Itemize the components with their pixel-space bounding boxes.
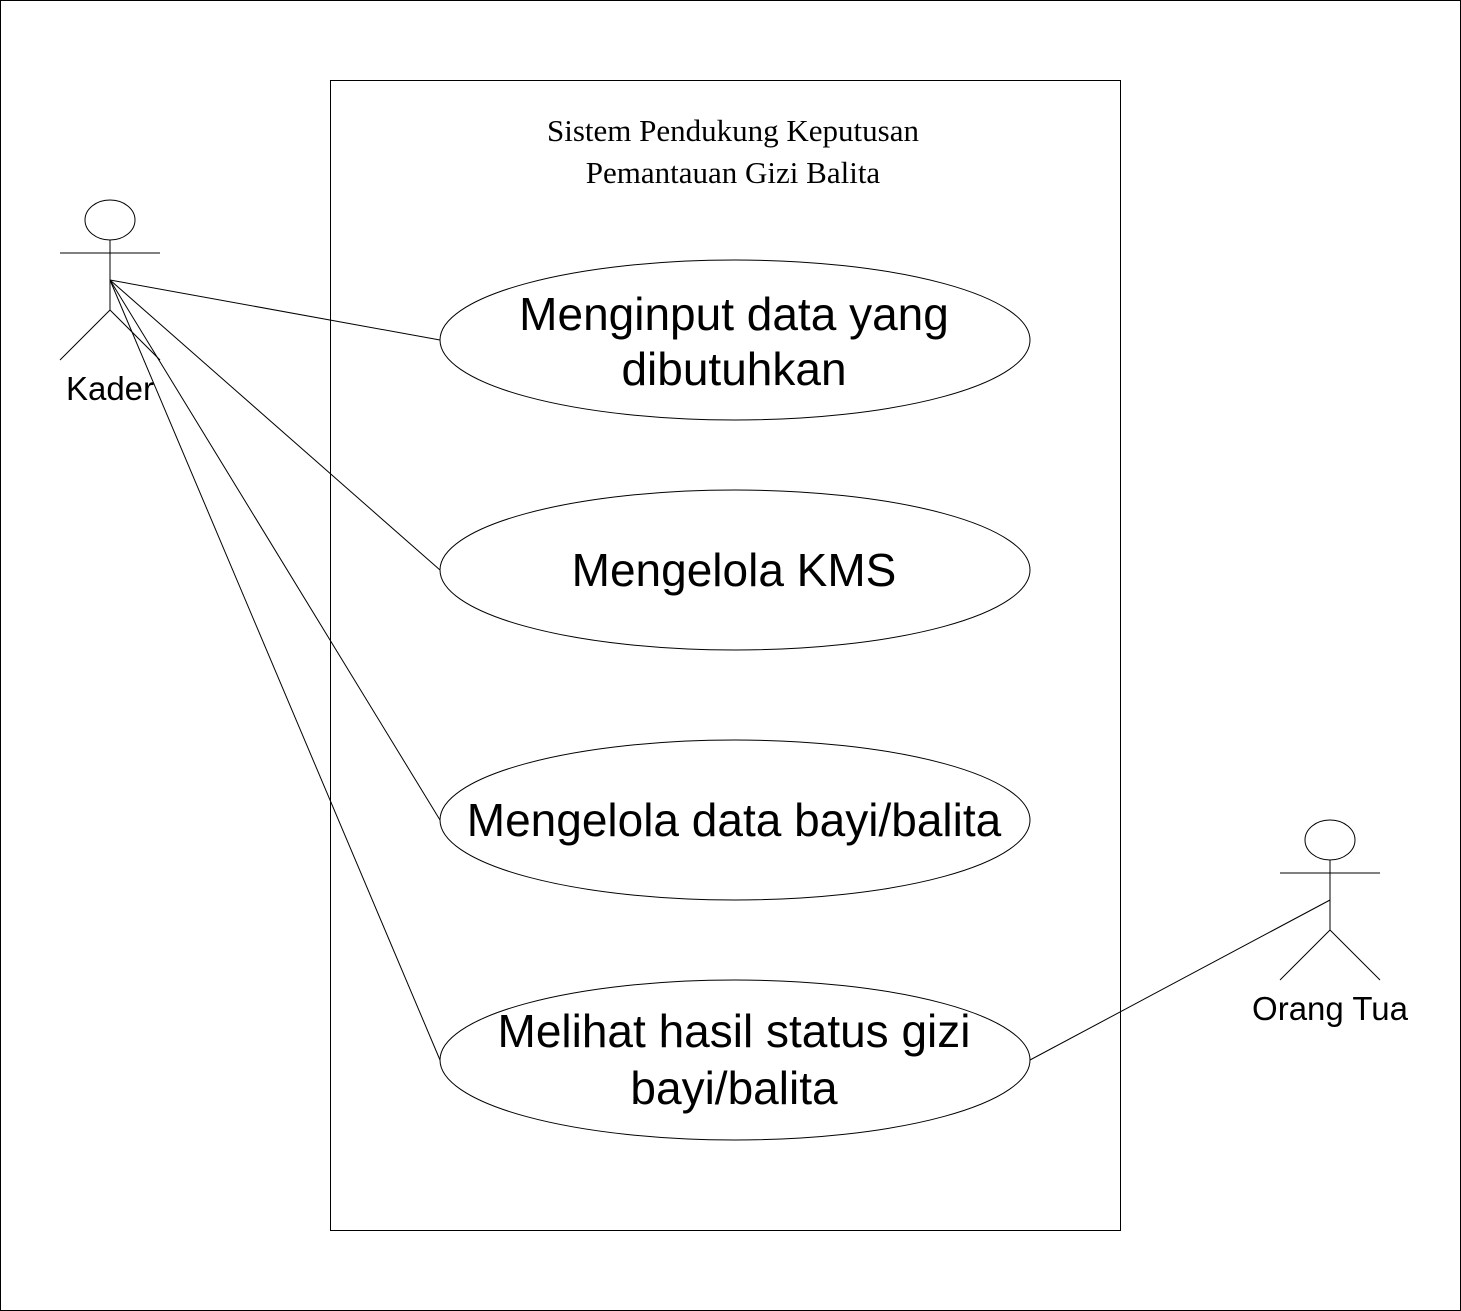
use-case-label: Melihat hasil status gizi: [498, 1005, 971, 1057]
use-case-data-balita[interactable]: Mengelola data bayi/balita: [439, 739, 1031, 901]
use-case-label: bayi/balita: [630, 1062, 838, 1114]
actor-kader[interactable]: Kader: [59, 199, 161, 407]
stick-figure-icon: [59, 199, 161, 361]
use-case-label: Mengelola data bayi/balita: [467, 794, 1002, 846]
association-kader-data-balita: [109, 279, 441, 821]
system-title-line-2: Pemantauan Gizi Balita: [586, 155, 881, 190]
stick-figure-icon: [1279, 819, 1381, 981]
use-case-label: Menginput data yang: [519, 288, 949, 340]
association-kader-status-gizi: [109, 279, 441, 1061]
actor-label: Orang Tua: [1252, 990, 1409, 1027]
actor-orang-tua[interactable]: Orang Tua: [1252, 819, 1409, 1027]
association-kader-input-data: [109, 279, 441, 341]
system-title-line-1: Sistem Pendukung Keputusan: [547, 113, 919, 148]
use-case-kms[interactable]: Mengelola KMS: [439, 489, 1031, 651]
use-case-label: Mengelola KMS: [572, 544, 897, 596]
use-case-label: dibutuhkan: [621, 343, 846, 395]
association-kader-kms: [109, 279, 441, 571]
use-case-status-gizi[interactable]: Melihat hasil status gizi bayi/balita: [439, 979, 1031, 1141]
use-case-ellipse: [439, 739, 1031, 901]
association-orang-tua-status-gizi: [1029, 899, 1331, 1061]
use-case-ellipse: [439, 979, 1031, 1141]
use-case-ellipse: [439, 489, 1031, 651]
use-case-input-data[interactable]: Menginput data yang dibutuhkan: [439, 259, 1031, 421]
actor-label: Kader: [66, 370, 154, 407]
system-boundary: [330, 80, 1121, 1231]
use-case-ellipse: [439, 259, 1031, 421]
